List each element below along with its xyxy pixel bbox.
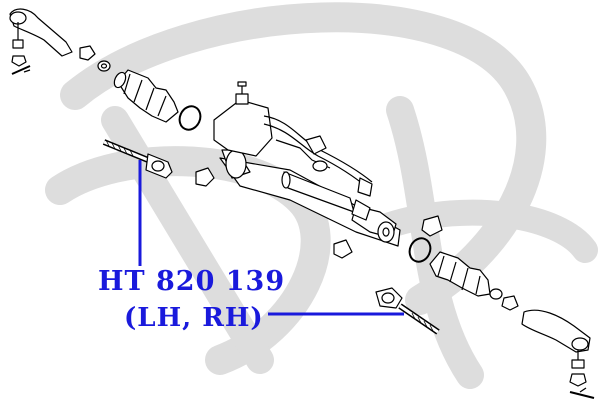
tie-rod-end-right bbox=[521, 309, 595, 399]
boot-left bbox=[113, 69, 179, 123]
clamp-right bbox=[408, 237, 432, 263]
clamp-left bbox=[178, 105, 202, 131]
inner-tie-rod-right bbox=[375, 287, 440, 335]
boot-right bbox=[429, 251, 491, 297]
callout-leaders bbox=[138, 160, 404, 316]
part-side-label: (LH, RH) bbox=[124, 303, 264, 333]
locknut-left bbox=[79, 45, 111, 72]
bushing-right bbox=[421, 215, 443, 237]
tie-rod-end-left bbox=[9, 8, 73, 75]
rack-housing bbox=[213, 81, 401, 247]
locknut-right bbox=[489, 288, 519, 311]
bushing-bottom bbox=[333, 239, 353, 259]
bushing-left bbox=[195, 167, 215, 187]
part-number-label: HT 820 139 bbox=[98, 266, 286, 297]
steering-rack-exploded-view bbox=[9, 8, 595, 399]
inner-tie-rod-left bbox=[102, 139, 173, 179]
